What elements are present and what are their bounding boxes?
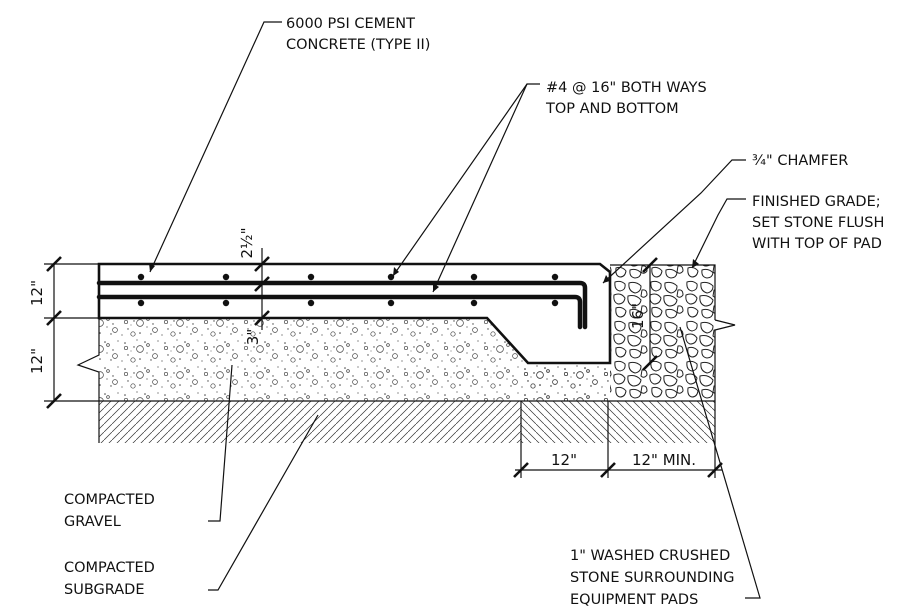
svg-text:6000 PSI CEMENT: 6000 PSI CEMENT — [286, 16, 415, 32]
gravel-thickness-dim: 12" — [28, 348, 46, 374]
svg-text:#4 @ 16" BOTH WAYS: #4 @ 16" BOTH WAYS — [546, 80, 707, 96]
note-rebar: #4 @ 16" BOTH WAYS TOP AND BOTTOM — [545, 80, 707, 117]
note-chamfer: ¾" CHAMFER — [752, 153, 848, 169]
svg-text:COMPACTED: COMPACTED — [64, 492, 155, 508]
svg-text:STONE SURROUNDING: STONE SURROUNDING — [570, 570, 734, 586]
svg-text:¾" CHAMFER: ¾" CHAMFER — [752, 153, 848, 169]
slab-thickness-dim: 12" — [28, 280, 46, 306]
compacted-subgrade-layer — [98, 401, 715, 443]
svg-text:GRAVEL: GRAVEL — [64, 514, 121, 530]
thickened-edge-dim: 12" — [551, 451, 577, 469]
svg-text:WITH TOP OF PAD: WITH TOP OF PAD — [752, 236, 882, 252]
crushed-stone-fill — [610, 264, 736, 401]
svg-text:EQUIPMENT PADS: EQUIPMENT PADS — [570, 592, 698, 608]
svg-text:SUBGRADE: SUBGRADE — [64, 582, 144, 598]
svg-text:SET STONE FLUSH: SET STONE FLUSH — [752, 215, 884, 231]
note-crushed-stone: 1" WASHED CRUSHED STONE SURROUNDING EQUI… — [570, 548, 734, 608]
note-compacted-subgrade: COMPACTED SUBGRADE — [64, 560, 155, 598]
svg-text:1" WASHED CRUSHED: 1" WASHED CRUSHED — [570, 548, 730, 564]
note-compacted-gravel: COMPACTED GRAVEL — [64, 492, 155, 530]
stone-width-dim: 12" MIN. — [632, 451, 696, 469]
svg-text:FINISHED GRADE;: FINISHED GRADE; — [752, 194, 881, 210]
break-lines — [76, 264, 100, 401]
note-concrete: 6000 PSI CEMENT CONCRETE (TYPE II) — [286, 16, 430, 53]
svg-text:COMPACTED: COMPACTED — [64, 560, 155, 576]
cover-dim: 2½" — [238, 228, 256, 259]
leader-lines — [149, 21, 761, 599]
note-finished-grade: FINISHED GRADE; SET STONE FLUSH WITH TOP… — [752, 194, 884, 252]
gravel-depth-dim: 3" — [244, 329, 262, 345]
rebar-mat — [96, 273, 588, 330]
edge-depth-dim: 16" — [629, 303, 647, 329]
dimension-lines — [44, 248, 723, 478]
svg-text:TOP AND BOTTOM: TOP AND BOTTOM — [545, 101, 679, 117]
svg-text:CONCRETE (TYPE II): CONCRETE (TYPE II) — [286, 37, 430, 53]
concrete-slab — [97, 262, 612, 365]
